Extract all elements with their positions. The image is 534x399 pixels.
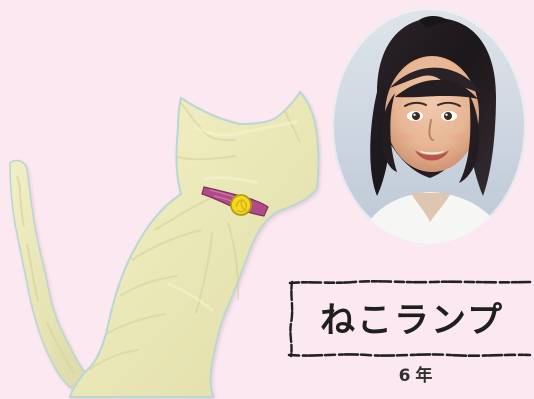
- title-frame: [287, 280, 532, 358]
- grade-label: 6年: [398, 366, 438, 386]
- student-portrait-photo: [332, 8, 526, 244]
- artwork-title: ねこランプ: [320, 301, 504, 341]
